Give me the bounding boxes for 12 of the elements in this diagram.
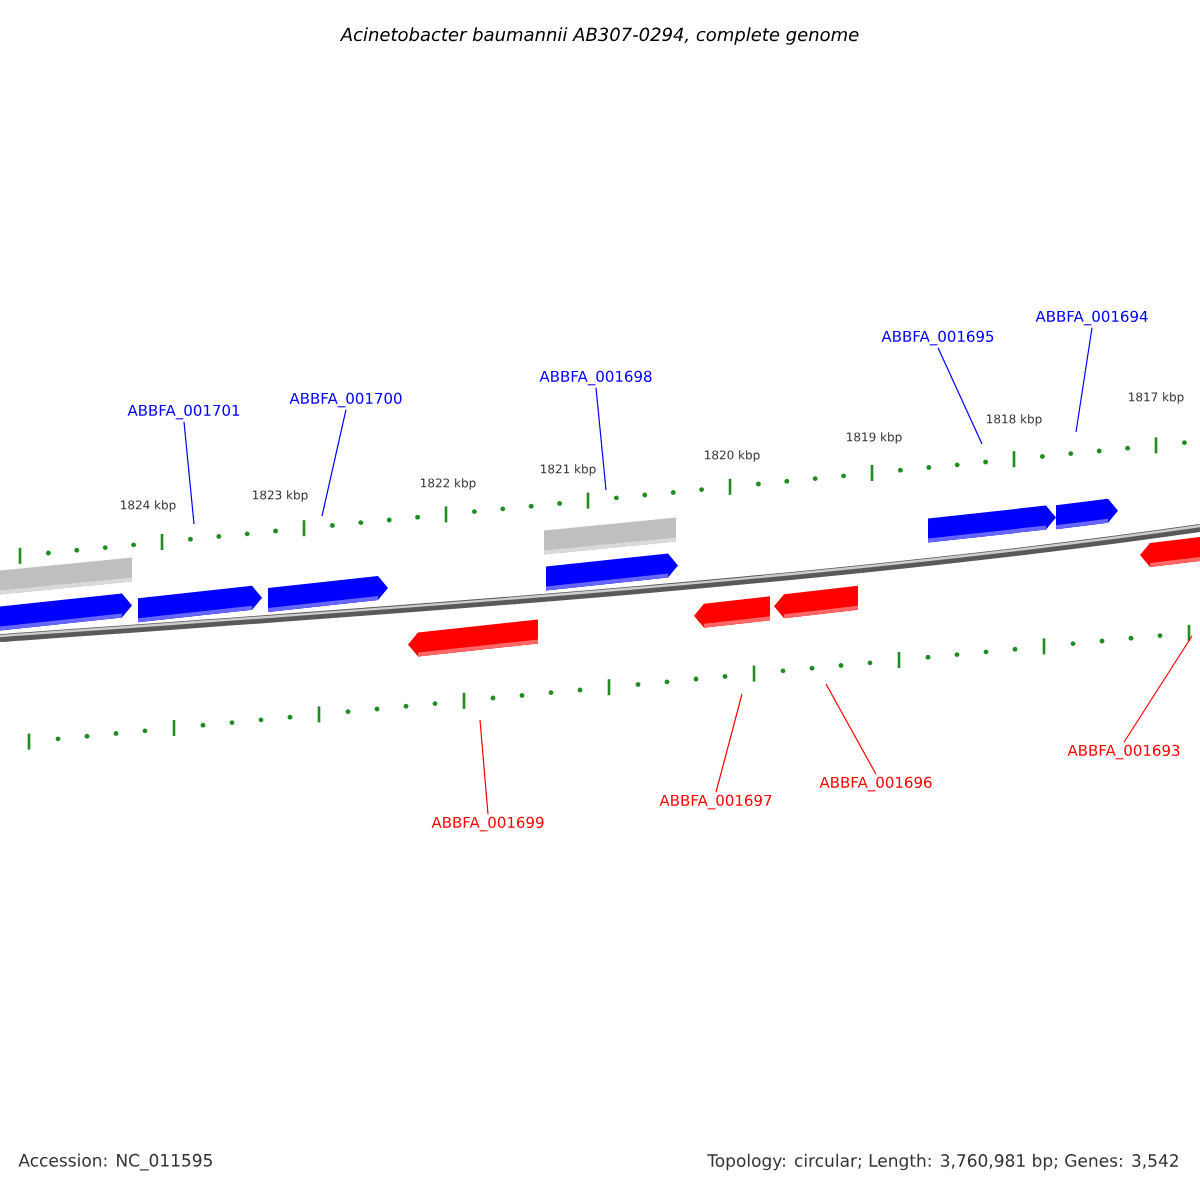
leader-line bbox=[1075, 327, 1093, 433]
leader-line bbox=[183, 421, 195, 525]
leader-line bbox=[1123, 635, 1193, 743]
leader-line bbox=[937, 347, 983, 445]
leader-line bbox=[479, 719, 489, 815]
footer-text: Topology: circular; Length: 3,760,981 bp; Genes: 3,542 bbox=[707, 1153, 1178, 1171]
leader-line bbox=[321, 409, 347, 517]
leader-line bbox=[825, 683, 877, 775]
title: Acinetobacter baumannii AB307-0294, complete genome bbox=[339, 27, 859, 45]
leader-line bbox=[715, 693, 743, 793]
leader-line bbox=[595, 387, 607, 491]
footer-text: Accession: NC_011595 bbox=[18, 1153, 212, 1171]
